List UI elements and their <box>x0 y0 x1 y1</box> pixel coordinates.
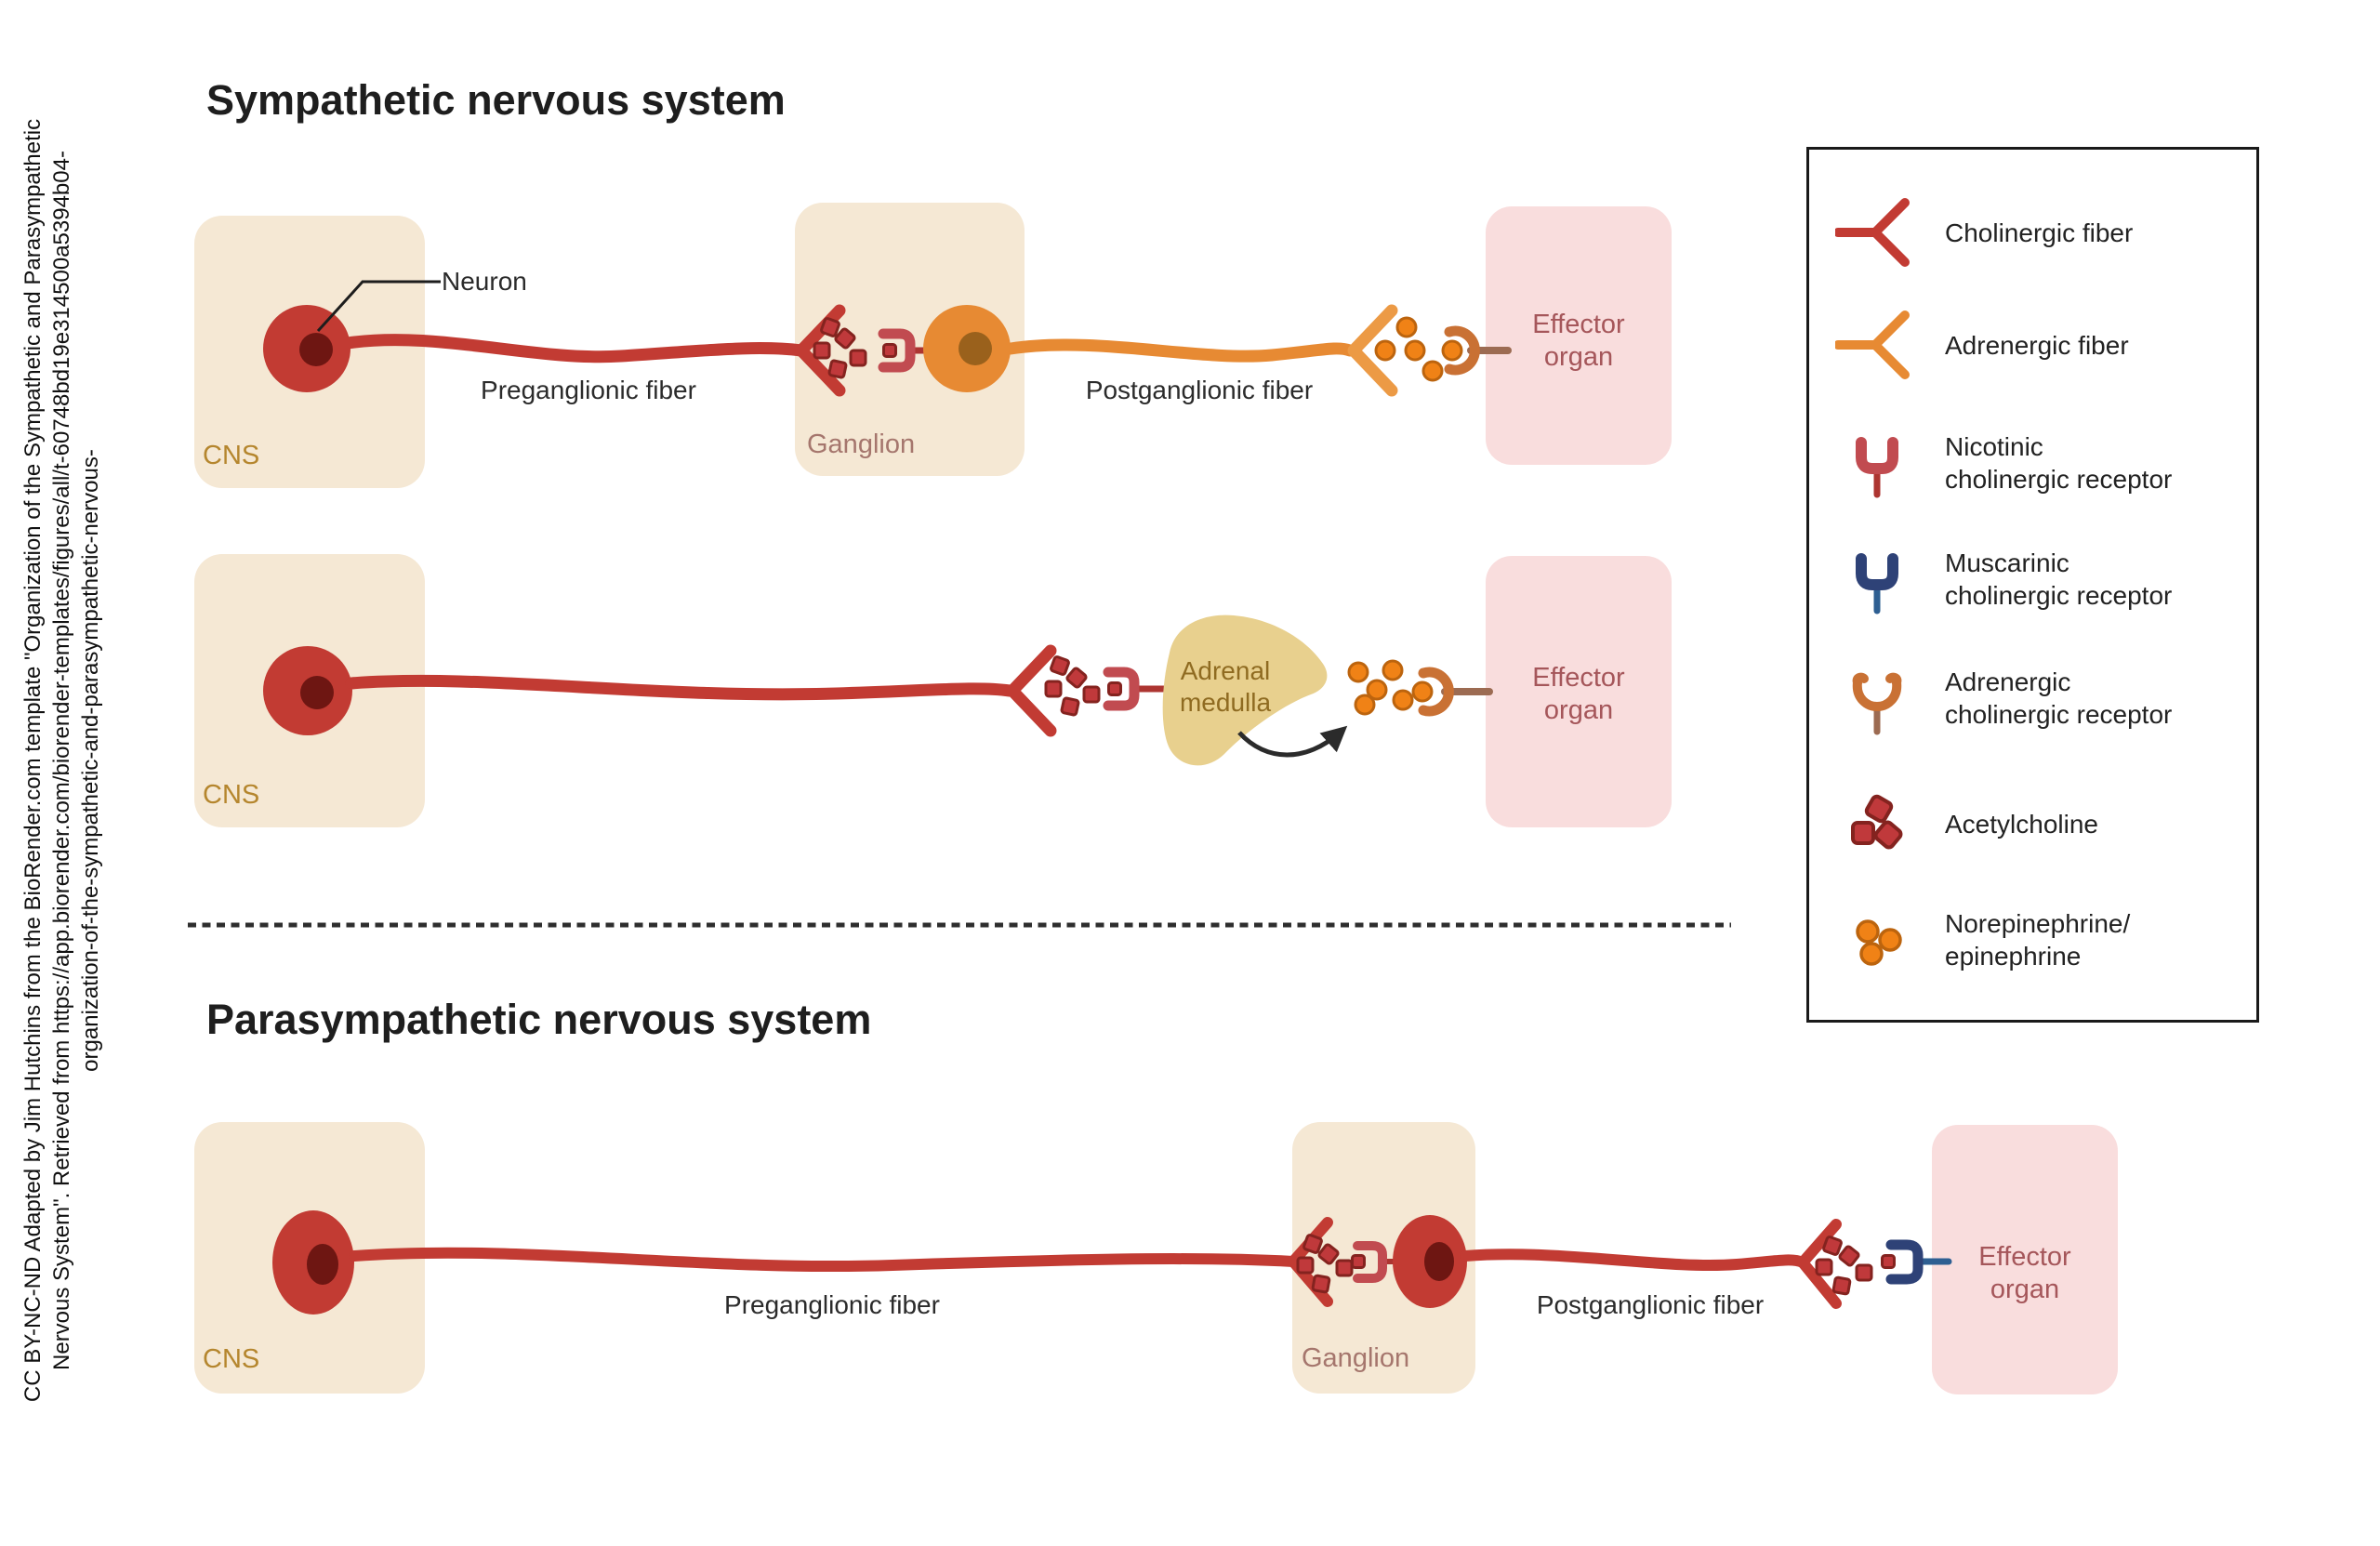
adrenal-medulla-line1: Adrenal <box>1180 656 1271 685</box>
legend-row-adrenergic-receptor: Adrenergic cholinergic receptor <box>1809 656 2256 740</box>
norepinephrine-icon <box>1835 898 1919 982</box>
ganglion-label-sympathetic: Ganglion <box>807 429 916 459</box>
attribution-text: CC BY-NC-ND Adapted by Jim Hutchins from… <box>19 63 108 1458</box>
nicotinic-receptor-adrenal-medulla <box>1103 667 1168 711</box>
legend-row-adrenergic-fiber: Adrenergic fiber <box>1809 303 2256 387</box>
cns-label-adrenal-pathway: CNS <box>203 780 260 810</box>
effector-organ-box-adrenal-pathway <box>1486 556 1672 827</box>
legend-row-nicotinic-receptor: Nicotinic cholinergic receptor <box>1809 421 2256 505</box>
effector-organ-line1: Effector <box>1532 663 1625 693</box>
effector-organ-box-sympathetic <box>1486 206 1672 465</box>
effector-organ-line2: organ <box>1990 1275 2060 1304</box>
adrenergic-receptor-sympathetic <box>1444 325 1512 376</box>
adrenal-medulla-line2: medulla <box>1179 688 1272 717</box>
ganglion-label-parasympathetic: Ganglion <box>1302 1343 1410 1373</box>
preganglionic-neuron-sympathetic <box>263 305 350 392</box>
cholinergic-terminal-parasympathetic-effector <box>1797 1219 1842 1309</box>
adrenal-medulla-label: Adrenal medulla <box>1151 655 1300 719</box>
effector-organ-box-parasympathetic <box>1932 1125 2118 1394</box>
norepinephrine-molecules-adrenal-pathway <box>1347 659 1434 716</box>
legend-label: Acetylcholine <box>1945 809 2098 839</box>
adrenal-medulla-blob <box>1162 614 1328 766</box>
acetylcholine-molecules-adrenal-pathway <box>1044 655 1122 717</box>
postganglionic-fiber-label-sympathetic: Postganglionic fiber <box>1085 376 1314 404</box>
adrenergic-terminal-sympathetic <box>1347 304 1398 397</box>
effector-organ-line2: organ <box>1543 342 1614 372</box>
postganglionic-neuron-sympathetic <box>923 305 1011 392</box>
neuron-label: Neuron <box>442 267 527 296</box>
acetylcholine-molecules-parasympathetic-ganglion <box>1296 1234 1366 1294</box>
effector-organ-label-sympathetic: Effector organ <box>1486 309 1672 374</box>
postganglionic-neuron-parasympathetic <box>1393 1215 1467 1308</box>
preganglionic-neuron-adrenal-pathway <box>263 646 352 735</box>
hormone-release-arrow <box>1237 725 1348 758</box>
preganglionic-fiber-parasympathetic <box>349 1247 1299 1273</box>
effector-organ-line2: organ <box>1543 695 1614 725</box>
legend-row-acetylcholine: Acetylcholine <box>1809 782 2256 865</box>
cholinergic-terminal-adrenal-pathway <box>1006 644 1057 737</box>
legend-label: Cholinergic fiber <box>1945 218 2134 247</box>
effector-organ-line1: Effector <box>1978 1242 2071 1272</box>
adrenergic-receptor-icon <box>1835 656 1919 740</box>
adrenergic-fiber-icon <box>1835 303 1919 387</box>
preganglionic-fiber-label-sympathetic: Preganglionic fiber <box>481 376 696 404</box>
neuron-pointer-line <box>316 280 441 333</box>
acetylcholine-molecules-parasympathetic-effector <box>1815 1235 1896 1296</box>
parasympathetic-section-title: Parasympathetic nervous system <box>206 996 872 1043</box>
effector-organ-label-parasympathetic: Effector organ <box>1932 1241 2118 1306</box>
legend-label: Adrenergic cholinergic receptor <box>1945 667 2173 729</box>
attribution-line3: organization-of-the-sympathetic-and-para… <box>78 449 103 1072</box>
muscarinic-receptor-parasympathetic-effector <box>1885 1239 1952 1285</box>
preganglionic-fiber-label-parasympathetic: Preganglionic fiber <box>724 1290 940 1319</box>
norepinephrine-molecules-sympathetic <box>1374 316 1463 382</box>
legend-label: Norepinephrine/ epinephrine <box>1945 909 2131 971</box>
preganglionic-neuron-parasympathetic <box>272 1210 354 1315</box>
cns-label-parasympathetic: CNS <box>203 1344 260 1374</box>
postganglionic-fiber-parasympathetic <box>1460 1249 1808 1272</box>
sympathetic-section-title: Sympathetic nervous system <box>206 76 786 124</box>
effector-organ-label-adrenal-pathway: Effector organ <box>1486 662 1672 727</box>
legend-label: Adrenergic fiber <box>1945 330 2129 360</box>
postganglionic-fiber-sympathetic <box>1004 338 1356 363</box>
attribution-line1: CC BY-NC-ND Adapted by Jim Hutchins from… <box>20 118 46 1403</box>
legend-label: Nicotinic cholinergic receptor <box>1945 432 2173 494</box>
preganglionic-fiber-sympathetic <box>341 334 808 363</box>
adrenergic-receptor-adrenal-pathway <box>1418 667 1493 717</box>
acetylcholine-molecules-sympathetic-ganglion <box>813 317 897 379</box>
attribution-line2: Nervous System". Retrieved from https://… <box>49 151 74 1370</box>
legend-label: Muscarinic cholinergic receptor <box>1945 548 2173 610</box>
cns-label-sympathetic: CNS <box>203 441 260 470</box>
preganglionic-fiber-adrenal-pathway <box>345 674 1016 701</box>
legend-box: Cholinergic fiber Adrenergic fiber <box>1806 147 2259 1023</box>
effector-organ-line1: Effector <box>1532 310 1625 339</box>
legend-row-norepinephrine: Norepinephrine/ epinephrine <box>1809 898 2256 982</box>
legend-row-muscarinic-receptor: Muscarinic cholinergic receptor <box>1809 537 2256 621</box>
muscarinic-receptor-icon <box>1835 537 1919 621</box>
postganglionic-fiber-label-parasympathetic: Postganglionic fiber <box>1536 1290 1765 1319</box>
legend-row-cholinergic-fiber: Cholinergic fiber <box>1809 191 2256 274</box>
nicotinic-receptor-icon <box>1835 421 1919 505</box>
acetylcholine-icon <box>1835 782 1919 865</box>
cholinergic-fiber-icon <box>1835 191 1919 274</box>
